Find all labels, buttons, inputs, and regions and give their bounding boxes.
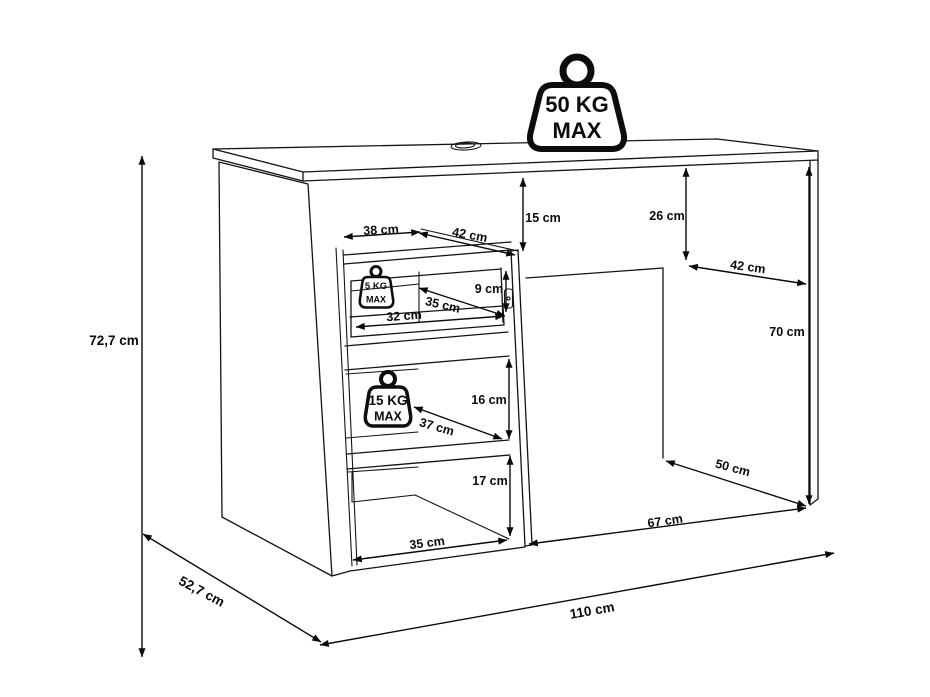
dimension-arrows (138, 155, 835, 658)
weight-icon-ring (559, 53, 595, 89)
dim-label-top-depth-left: 42 cm (451, 225, 488, 245)
dim-label-height: 72,7 cm (89, 333, 139, 348)
dim-label-shelf-depth: 37 cm (418, 415, 456, 438)
desk-drawing (212, 138, 819, 577)
dim-label-width: 110 cm (569, 599, 616, 622)
dim-label-top-back-width: 38 cm (363, 222, 399, 238)
dim-label-drawer-width: 32 cm (386, 308, 422, 324)
dim-label-leg-room-width: 67 cm (647, 512, 684, 531)
dim-arrow-bottom-shelf-width (352, 537, 508, 563)
dim-arrow-drawer-depth (418, 287, 506, 317)
weight-limit-icon-shelf: 15 KG MAX (363, 370, 413, 428)
drawer-max-load-line2: MAX (366, 295, 386, 305)
dim-arrow-right-depth (688, 263, 807, 287)
dim-label-back-panel-height: 26 cm (649, 209, 684, 223)
dim-arrow-shelf-depth (413, 406, 503, 440)
dim-label-leg-room-height: 70 cm (769, 325, 804, 339)
dim-arrow-top-back-width (343, 229, 421, 240)
dim-label-bottom-shelf-width: 35 cm (409, 534, 446, 552)
dim-label-shelf-height: 16 cm (471, 393, 506, 407)
weight-icon-ring (379, 370, 397, 388)
weight-icon-ring (369, 265, 383, 278)
dim-arrow-leg-room-floor-depth (665, 460, 807, 507)
right-side-panel (809, 159, 819, 506)
dim-arrow-top-depth-left (418, 231, 516, 257)
dim-label-bottom-shelf-height: 17 cm (472, 474, 507, 488)
dim-arrow-drawer-width (355, 313, 505, 330)
weight-limit-icon-desktop: 50 KG MAX (527, 53, 627, 152)
desktop-surface (212, 138, 819, 182)
shelf-max-load-line1: 15 KG (368, 393, 407, 408)
dim-label-depth: 52,7 cm (176, 573, 227, 610)
dim-arrow-leg-room-width (528, 505, 807, 547)
base-floor-edge (331, 546, 526, 577)
desktop-max-load-line2: MAX (553, 118, 602, 143)
drawer-interior-edge (350, 283, 420, 292)
weight-icon-body (527, 82, 627, 152)
dim-label-drawer-depth: 35 cm (424, 294, 462, 316)
dim-label-leg-room-floor-depth: 50 cm (714, 457, 752, 480)
drawer-max-load-line1: 5 KG (365, 281, 387, 292)
weight-icon-body (363, 385, 413, 428)
bottom-open-shelf (347, 466, 510, 540)
cable-grommet (450, 141, 482, 151)
left-side-panel (218, 161, 358, 577)
dim-arrow-width (319, 551, 835, 647)
dim-label-drawer-height: 9 cm (475, 282, 504, 296)
weight-limit-icon-drawer: 5 KG MAX (358, 265, 395, 309)
weight-icon-body (358, 275, 395, 309)
dim-arrow-depth (142, 533, 322, 643)
back-panel (525, 267, 664, 459)
dim-label-right-depth: 42 cm (729, 258, 766, 277)
drawer-carcass-shelf (344, 331, 510, 371)
dim-label-niche-gap: 15 cm (525, 211, 560, 225)
desktop-max-load-line1: 50 KG (545, 92, 609, 117)
dimension-labels: 72,7 cm 52,7 cm 110 cm 38 cm 42 cm 15 cm… (89, 209, 805, 622)
middle-open-shelf (345, 368, 511, 470)
shelf-max-load-line2: MAX (374, 410, 402, 424)
